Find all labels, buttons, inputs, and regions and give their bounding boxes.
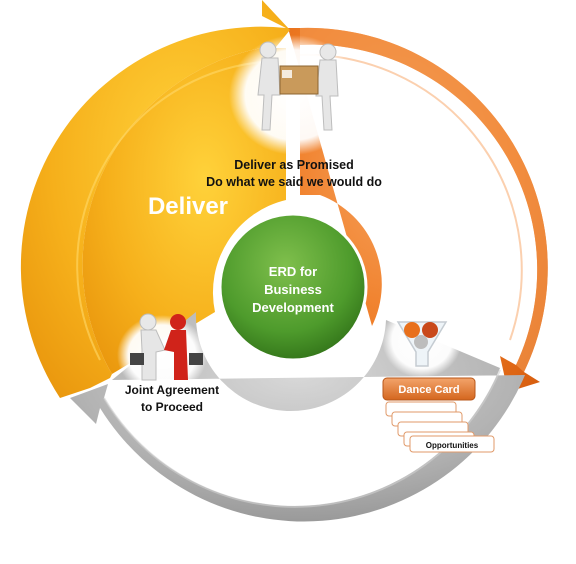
dance-card: Dance Card — [382, 377, 476, 401]
dance-card-label: Dance Card — [398, 384, 459, 396]
deliver-caption-line2: Do what we said we would do — [206, 175, 382, 189]
joint-caption-line2: to Proceed — [141, 400, 203, 414]
center-line2: Business — [264, 282, 322, 297]
delivery-people-icon — [257, 41, 339, 131]
center-line3: Development — [252, 300, 334, 315]
top-glow — [229, 35, 359, 155]
center-line1: ERD for — [269, 264, 317, 279]
opportunities-card-label: Opportunities — [426, 441, 479, 450]
deliver-caption-line1: Deliver as Promised — [234, 158, 354, 172]
deliver-label: Deliver — [148, 193, 228, 220]
center-circle — [218, 212, 368, 362]
handshake-people-icon — [130, 313, 203, 381]
explore-label: Explore — [354, 193, 442, 220]
funnel-icon — [396, 321, 448, 367]
explore-segment — [288, 27, 548, 393]
deliver-segment — [20, 0, 290, 398]
joint-caption-line1: Joint Agreement — [125, 383, 219, 397]
refine-label: Refine — [260, 409, 333, 436]
opportunity-cards: Opportunities — [385, 401, 495, 453]
